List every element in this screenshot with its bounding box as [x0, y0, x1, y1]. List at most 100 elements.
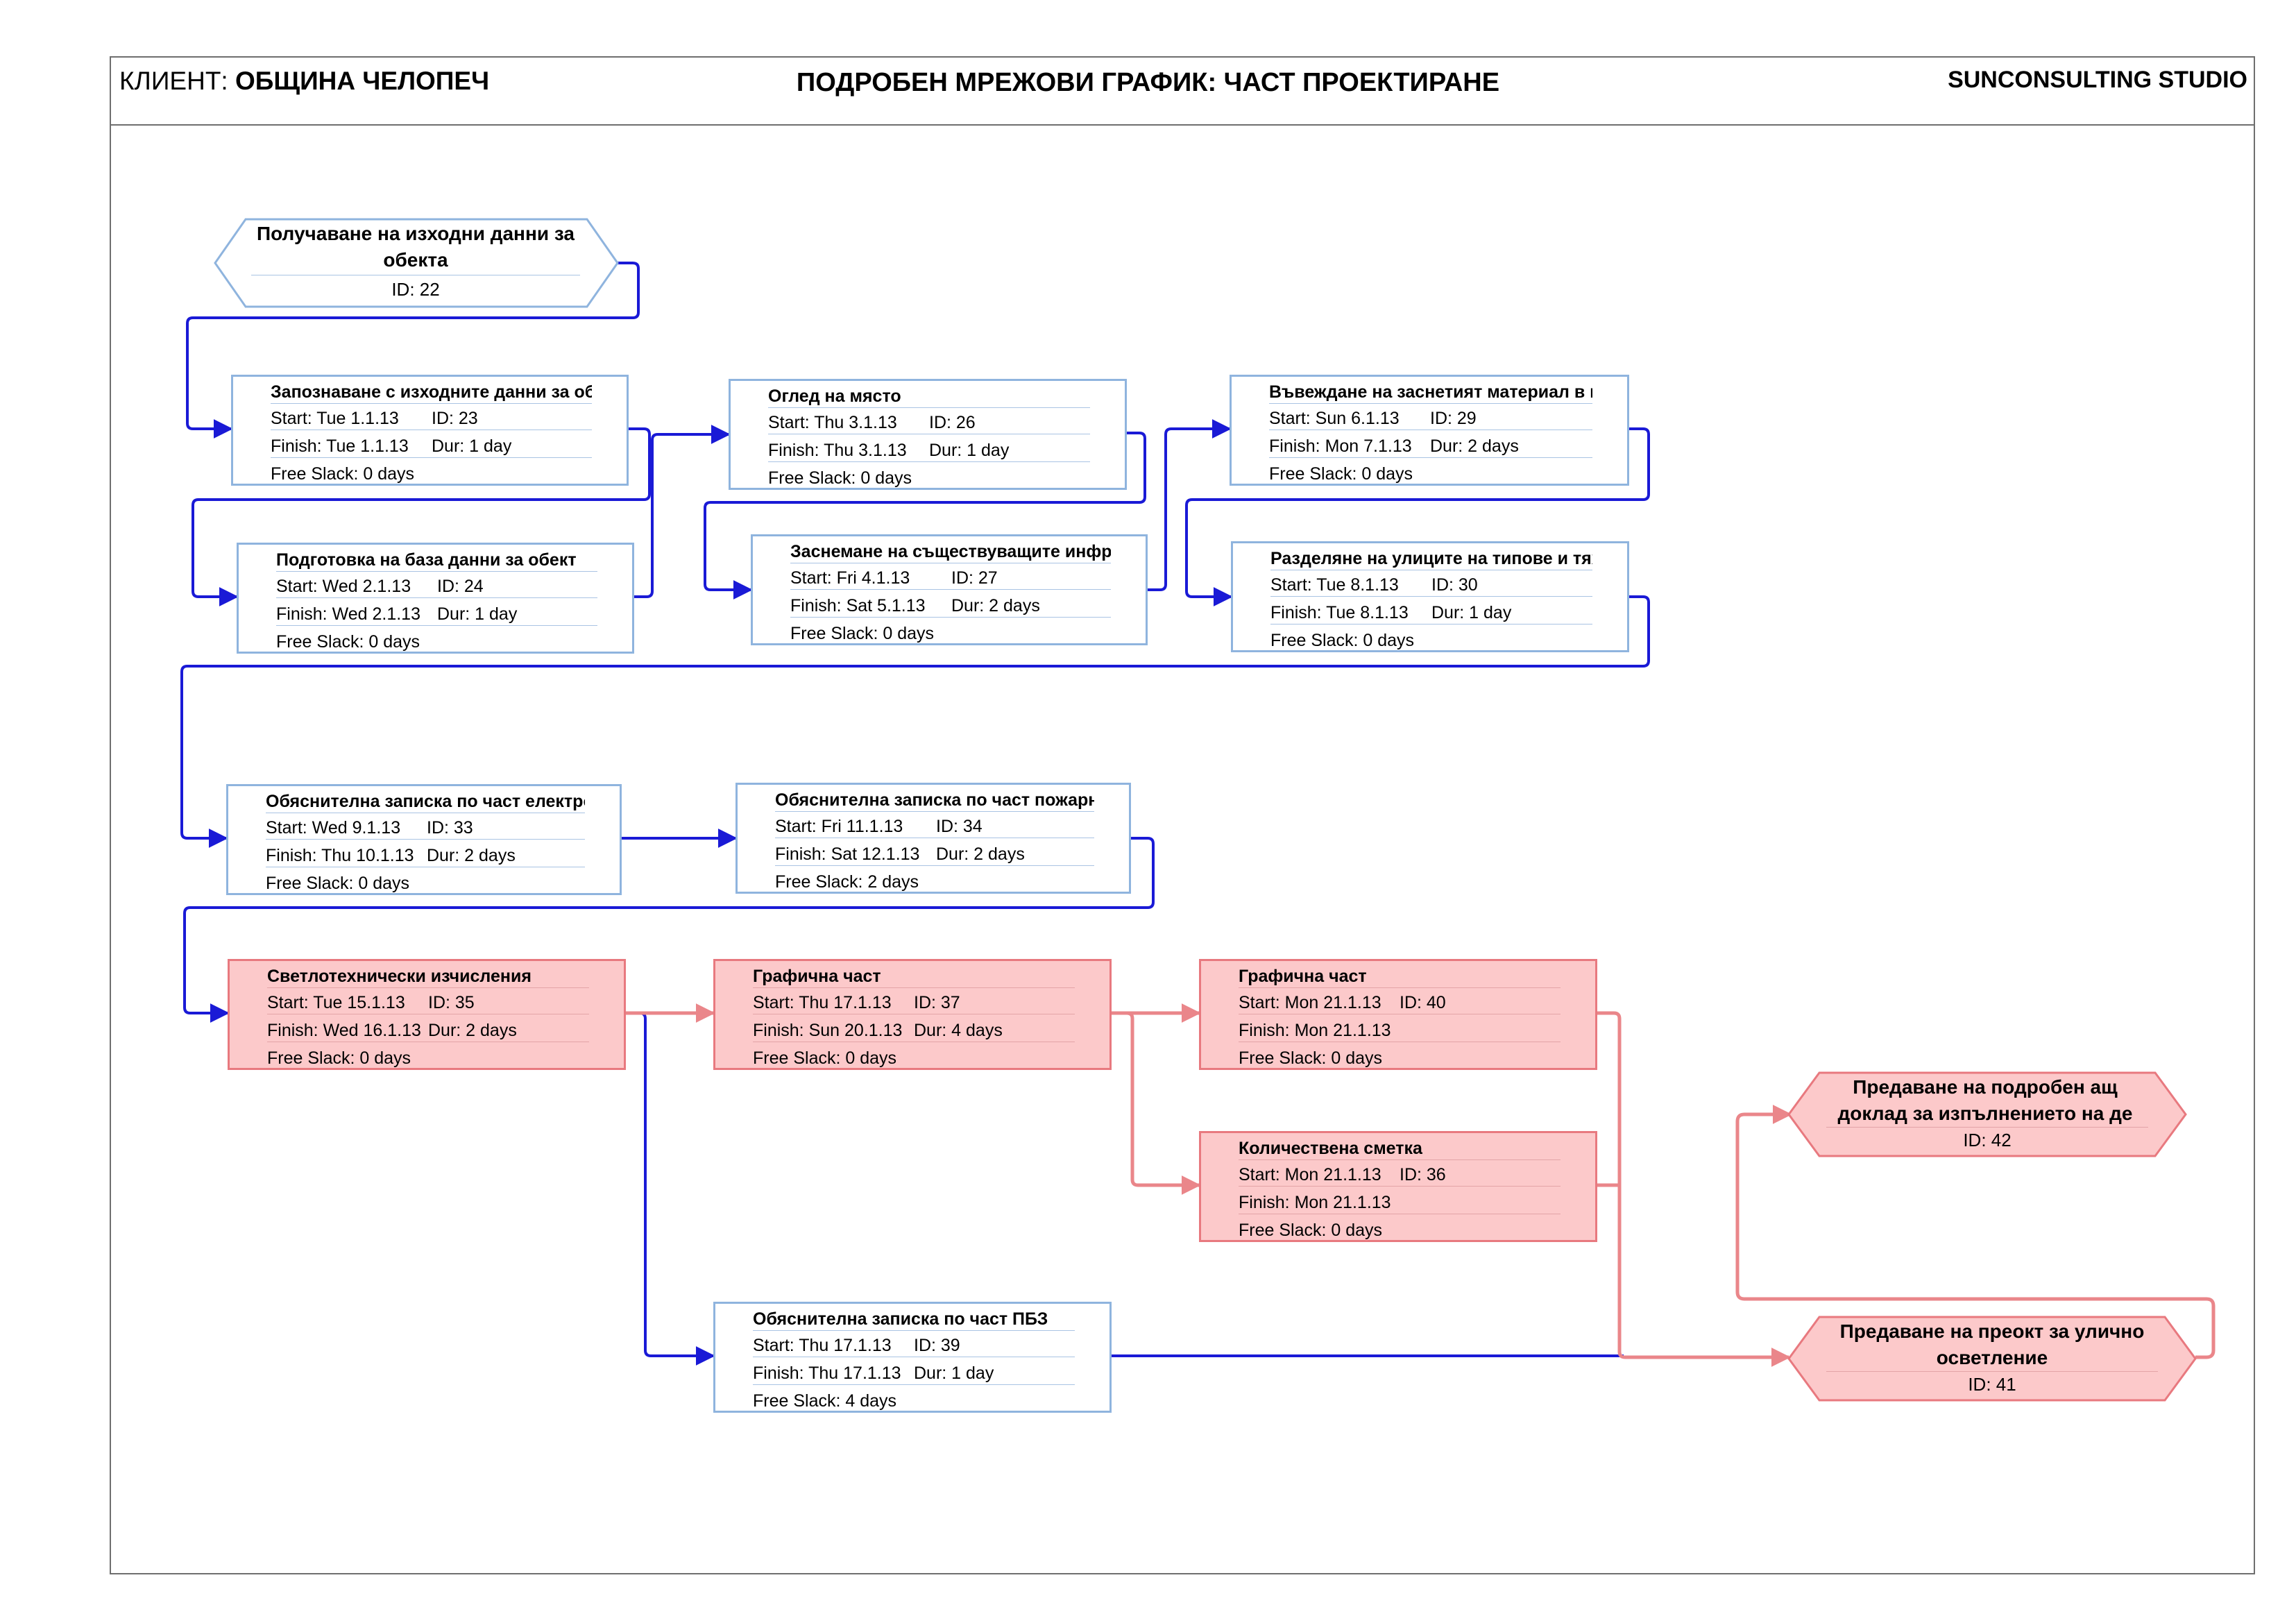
link-26-27: [704, 432, 1146, 600]
link-35-39: [624, 1012, 715, 1366]
task-id: ID: 29: [1430, 409, 1477, 428]
task-name: Въвеждане на заснетият материал в ц: [1269, 382, 1592, 404]
task-39[interactable]: Обяснителна записка по част ПБЗ Start: T…: [713, 1302, 1112, 1413]
milestone-id: ID: 42: [1963, 1130, 2012, 1150]
task-duration: Dur: 2 days: [951, 596, 1040, 615]
milestone-shape: [214, 218, 619, 308]
milestone-22[interactable]: Получаване на изходни данни за обекта ID…: [212, 218, 619, 308]
task-slack: Free Slack: 0 days: [1239, 1048, 1383, 1068]
task-id: ID: 36: [1400, 1165, 1446, 1184]
task-slack: Free Slack: 0 days: [266, 874, 410, 893]
link-40-41: [1596, 1011, 1791, 1367]
task-slack: Free Slack: 0 days: [1239, 1221, 1383, 1240]
task-33[interactable]: Обяснителна записка по част електро Star…: [226, 784, 622, 895]
milestone-41[interactable]: Предаване на преокт за улично осветление…: [1787, 1316, 2197, 1402]
task-name: Графична част: [1239, 967, 1561, 988]
task-34[interactable]: Обяснителна записка по част пожарна Star…: [735, 783, 1131, 894]
task-slack: Free Slack: 0 days: [790, 624, 935, 643]
link-22-23: [186, 262, 640, 439]
milestone-divider: [1826, 1127, 2148, 1128]
task-slack: Free Slack: 0 days: [1270, 631, 1415, 650]
task-duration: Dur: 2 days: [1430, 436, 1519, 456]
task-name: Оглед на място: [768, 386, 1090, 408]
task-duration: Dur: 1 day: [437, 604, 518, 624]
task-duration: Dur: 2 days: [427, 846, 516, 865]
task-slack: Free Slack: 0 days: [1269, 464, 1413, 484]
header-divider: [110, 124, 2255, 126]
task-duration: Dur: 2 days: [428, 1021, 517, 1040]
task-30[interactable]: Разделяне на улиците на типове и тях Sta…: [1231, 541, 1629, 652]
page-frame: [110, 56, 2255, 1574]
task-name: Обяснителна записка по част пожарна: [775, 790, 1094, 812]
task-23[interactable]: Запознаване с изходните данни за обе Sta…: [231, 375, 629, 486]
task-name: Подготовка на база данни за обект: [276, 550, 597, 572]
task-24[interactable]: Подготовка на база данни за обект Start:…: [237, 543, 634, 654]
task-slack: Free Slack: 0 days: [267, 1048, 411, 1068]
milestone-name: Предаване на преокт за улично осветление: [1839, 1320, 2145, 1368]
task-id: ID: 37: [914, 993, 960, 1012]
task-slack: Free Slack: 0 days: [768, 468, 912, 488]
milestone-name: Получаване на изходни данни за обекта: [257, 223, 575, 271]
link-37-36: [1110, 1011, 1201, 1195]
task-duration: Dur: 1 day: [432, 436, 512, 456]
task-id: ID: 39: [914, 1336, 960, 1355]
task-finish-row: Finish: Mon 21.1.13: [1239, 1193, 1561, 1214]
task-slack: Free Slack: 0 days: [276, 632, 420, 652]
task-duration: Dur: 4 days: [914, 1021, 1003, 1040]
task-id: ID: 35: [428, 993, 475, 1012]
milestone-id: ID: 22: [391, 279, 440, 300]
task-id: ID: 23: [432, 409, 478, 428]
task-finish-row: Finish: Mon 21.1.13: [1239, 1021, 1561, 1042]
task-duration: Dur: 1 day: [1431, 603, 1512, 622]
task-name: Запознаване с изходните данни за обе: [271, 382, 592, 404]
task-name: Количествена сметка: [1239, 1139, 1561, 1160]
task-id: ID: 27: [951, 568, 998, 588]
task-duration: Dur: 2 days: [936, 844, 1025, 864]
link-27-29: [1146, 419, 1232, 591]
task-35[interactable]: Светлотехнически изчисления Start: Tue 1…: [228, 959, 626, 1070]
link-41-42: [1735, 1105, 2216, 1359]
studio-name: SUNCONSULTING STUDIO: [1948, 67, 2247, 93]
task-id: ID: 26: [929, 413, 976, 432]
task-duration: Dur: 1 day: [914, 1363, 994, 1383]
task-29[interactable]: Въвеждане на заснетият материал в ц Star…: [1230, 375, 1629, 486]
link-30-33: [180, 595, 1650, 848]
milestone-name: Предаване на подробен ащ доклад за изпъл…: [1837, 1076, 2133, 1124]
page-title: ПОДРОБЕН МРЕЖОВИ ГРАФИК: ЧАСТ ПРОЕКТИРАН…: [796, 68, 1500, 97]
task-name: Заснемане на съществуващите инфраст: [790, 542, 1111, 563]
task-name: Обяснителна записка по част електро: [266, 792, 585, 813]
link-34-35: [183, 837, 1155, 1023]
task-id: ID: 34: [936, 817, 983, 836]
milestone-shape: [1787, 1316, 2197, 1402]
task-27[interactable]: Заснемане на съществуващите инфраст Star…: [751, 534, 1148, 645]
task-duration: Dur: 1 day: [929, 441, 1010, 460]
milestone-42[interactable]: Предаване на подробен ащ доклад за изпъл…: [1787, 1071, 2187, 1157]
task-name: Разделяне на улиците на типове и тях: [1270, 549, 1592, 570]
task-slack: Free Slack: 0 days: [271, 464, 415, 484]
task-slack: Free Slack: 0 days: [753, 1048, 897, 1068]
task-name: Светлотехнически изчисления: [267, 967, 589, 988]
